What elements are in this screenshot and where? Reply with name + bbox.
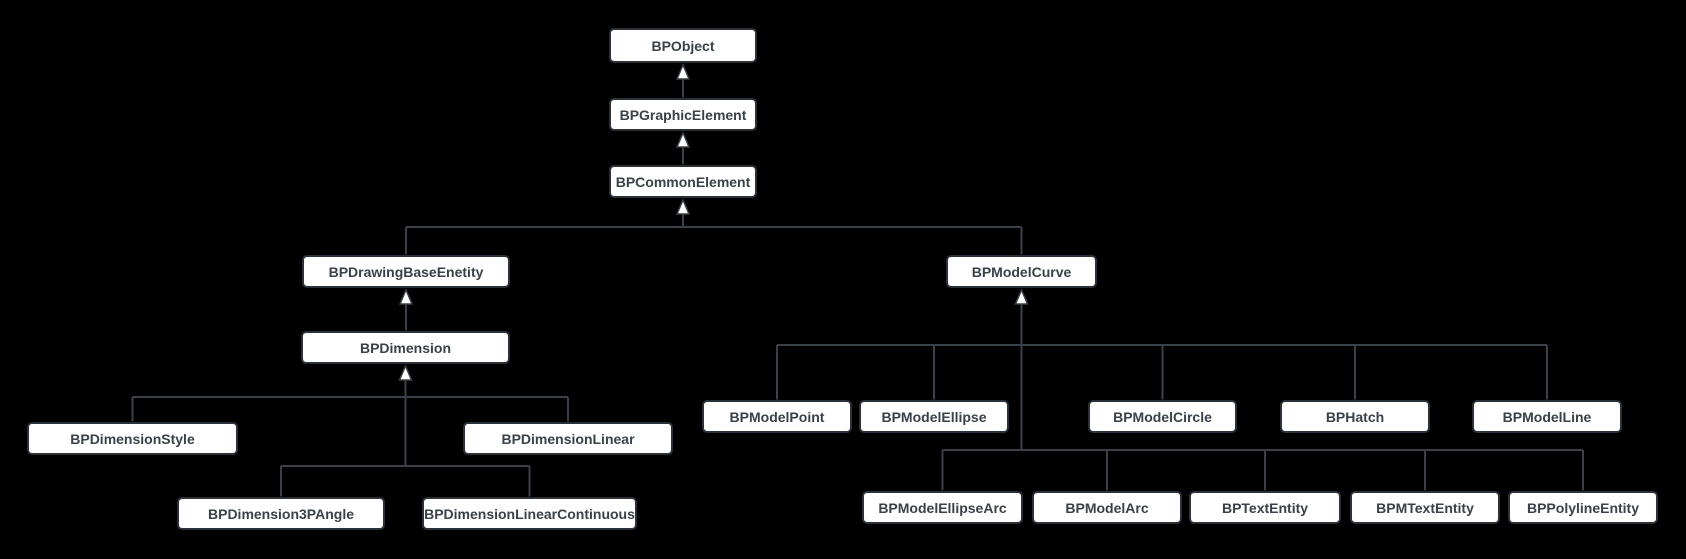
class-box-bptextentity: BPTextEntity	[1189, 491, 1341, 524]
class-box-bpmodelpoint: BPModelPoint	[702, 400, 852, 433]
inheritance-arrow-icon	[675, 131, 691, 148]
class-box-bphatch: BPHatch	[1280, 400, 1430, 433]
class-box-bpmodelarc: BPModelArc	[1032, 491, 1182, 524]
class-box-bpdimensionlinear: BPDimensionLinear	[463, 422, 673, 455]
class-box-bpdimensionlinearcontinuous: BPDimensionLinearContinuous	[422, 497, 637, 530]
class-box-bpgraphicelement: BPGraphicElement	[609, 98, 757, 131]
class-box-bpdrawingbaseenetity: BPDrawingBaseEnetity	[302, 255, 510, 288]
inheritance-arrow-icon	[675, 63, 691, 80]
class-box-bpmodelcurve: BPModelCurve	[946, 255, 1097, 288]
class-box-bpmodelellipse: BPModelEllipse	[859, 400, 1009, 433]
inheritance-arrow-icon	[1014, 288, 1029, 305]
connector-lines	[131, 67, 1584, 497]
class-box-bpmtextentity: BPMTextEntity	[1350, 491, 1500, 524]
class-box-bpmodelcircle: BPModelCircle	[1088, 400, 1237, 433]
class-box-bpmodelellipsearc: BPModelEllipseArc	[862, 491, 1023, 524]
class-box-bpcommonelement: BPCommonElement	[609, 165, 757, 198]
inheritance-arrow-icon	[675, 198, 691, 215]
inheritance-arrow-icon	[398, 288, 414, 305]
inheritance-arrow-icon	[398, 364, 413, 381]
inheritance-arrows	[398, 63, 1029, 381]
class-box-bpdimension3pangle: BPDimension3PAngle	[177, 497, 385, 530]
class-box-bpobject: BPObject	[609, 28, 757, 63]
class-box-bpdimension: BPDimension	[301, 331, 510, 364]
class-box-bppolylineentity: BPPolylineEntity	[1508, 491, 1658, 524]
class-box-bpdimensionstyle: BPDimensionStyle	[27, 422, 238, 455]
class-box-bpmodelline: BPModelLine	[1472, 400, 1622, 433]
